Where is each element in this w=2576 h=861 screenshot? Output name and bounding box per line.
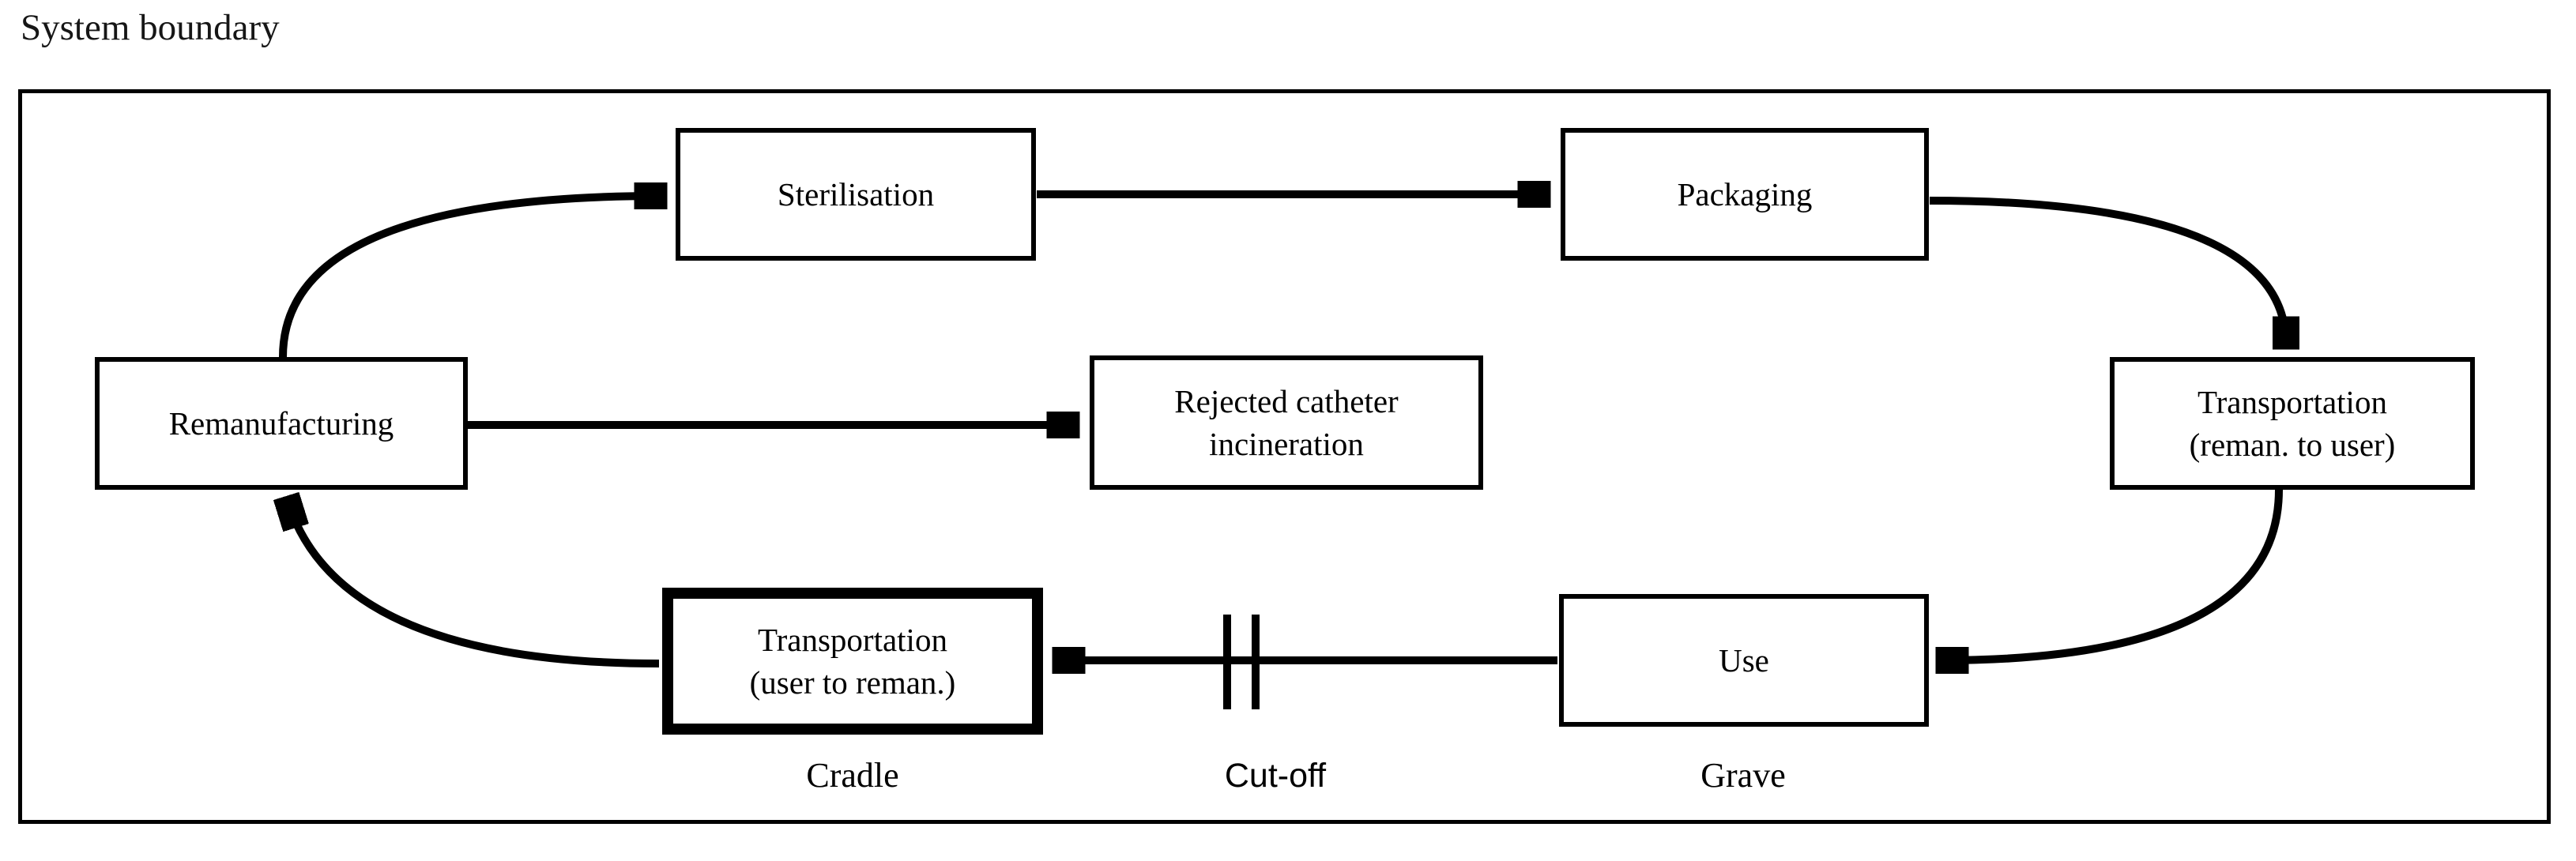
node-transportation-user-to-reman: Transportation (user to reman.) [662,588,1043,735]
node-remanufacturing-label: Remanufacturing [168,404,394,442]
node-use-label: Use [1719,641,1769,679]
node-transportation-reman-to-user-label: Transportation (reman. to user) [2189,383,2396,463]
page-title: System boundary [21,7,280,48]
node-remanufacturing: Remanufacturing [95,357,468,490]
cradle-label: Cradle [806,756,899,795]
node-use: Use [1559,594,1929,727]
node-transportation-user-to-reman-label: Transportation (user to reman.) [749,621,956,701]
node-rejected-catheter-incineration-label: Rejected catheter incineration [1174,382,1399,462]
node-packaging: Packaging [1561,128,1929,261]
node-transportation-reman-to-user: Transportation (reman. to user) [2110,357,2475,490]
grave-label: Grave [1700,756,1786,795]
node-packaging-label: Packaging [1677,175,1813,212]
cut-off-label: Cut-off [1224,757,1327,795]
node-sterilisation-label: Sterilisation [777,175,935,212]
node-rejected-catheter-incineration: Rejected catheter incineration [1090,355,1483,490]
node-sterilisation: Sterilisation [676,128,1036,261]
